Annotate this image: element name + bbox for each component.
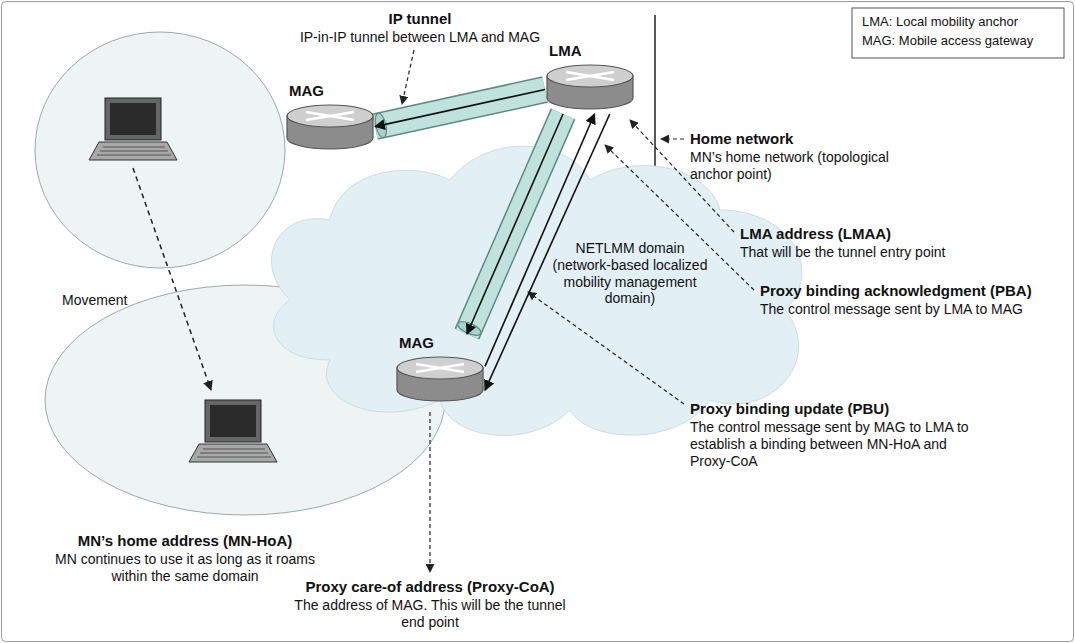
lma-router: LMA bbox=[545, 42, 635, 114]
callout-text-holder: The control message sent by MAG to LMA t… bbox=[690, 419, 980, 469]
router-arrows bbox=[306, 112, 354, 120]
legend-text: LMA: Local mobility anchor bbox=[862, 14, 1062, 30]
callout-title-holder: IP tunnel bbox=[270, 10, 570, 28]
router-top bbox=[287, 105, 373, 127]
mag-router: MAG bbox=[395, 334, 485, 406]
router-arrows bbox=[416, 364, 464, 372]
callout-title-holder: Proxy binding acknowledgment (PBA) bbox=[760, 282, 1060, 300]
laptop-icon bbox=[89, 98, 177, 160]
callout-title: Home network bbox=[690, 130, 910, 148]
callout-text: MN’s home network (topological anchor po… bbox=[690, 149, 890, 183]
router-icon bbox=[395, 354, 485, 406]
callout-title: LMA address (LMAA) bbox=[740, 225, 1040, 243]
callout-text: The address of MAG. This will be the tun… bbox=[290, 597, 570, 631]
leader-line bbox=[661, 138, 684, 139]
movement-label: Movement bbox=[62, 292, 152, 309]
callout-text-holder: The control message sent by LMA to MAG bbox=[760, 301, 1060, 318]
router-top bbox=[397, 357, 483, 379]
access-cell bbox=[35, 32, 285, 268]
router-icon bbox=[285, 102, 375, 154]
leader-line bbox=[402, 50, 414, 104]
callout-text: That will be the tunnel entry point bbox=[740, 244, 1040, 261]
callout-title: IP tunnel bbox=[270, 10, 570, 28]
movement-arrow bbox=[133, 168, 211, 390]
tunnel-arrow bbox=[375, 90, 545, 127]
tube-outline bbox=[375, 90, 545, 127]
domain-label: NETLMM domain (network-based localized m… bbox=[550, 240, 710, 307]
callout-title: MN’s home address (MN-HoA) bbox=[30, 532, 340, 550]
callout-text: MN continues to use it as long as it roa… bbox=[40, 551, 330, 585]
callout-text: The control message sent by LMA to MAG bbox=[760, 301, 1060, 318]
cloud-text-holder: NETLMM domain (network-based localized m… bbox=[550, 240, 710, 307]
callout-title-holder: Proxy care-of address (Proxy-CoA) bbox=[280, 578, 580, 596]
callout-title-holder: MN’s home address (MN-HoA) bbox=[30, 532, 340, 550]
callout-title: Proxy care-of address (Proxy-CoA) bbox=[280, 578, 580, 596]
callout-title: Proxy binding update (PBU) bbox=[690, 400, 990, 418]
movement-label-holder: Movement bbox=[62, 292, 152, 309]
mag-router: MAG bbox=[285, 82, 375, 154]
callout-text-holder: MN continues to use it as long as it roa… bbox=[40, 551, 330, 585]
router-top bbox=[547, 65, 633, 87]
legend-text-holder: MAG: Mobile access gateway bbox=[862, 33, 1062, 49]
router-arrows bbox=[566, 72, 614, 80]
callout-text-holder: MN’s home network (topological anchor po… bbox=[690, 149, 890, 183]
router-label: LMA bbox=[545, 42, 582, 60]
callout-title-holder: Proxy binding update (PBU) bbox=[690, 400, 990, 418]
ip-tunnel-tube bbox=[373, 90, 545, 139]
callout-text-holder: IP-in-IP tunnel between LMA and MAG bbox=[240, 29, 600, 46]
callout-text-holder: That will be the tunnel entry point bbox=[740, 244, 1040, 261]
router-icon bbox=[545, 62, 635, 114]
leader-line bbox=[429, 412, 430, 572]
cloud-shape bbox=[271, 146, 801, 435]
laptop-icon bbox=[189, 400, 277, 462]
callout-text-holder: The address of MAG. This will be the tun… bbox=[290, 597, 570, 631]
callout-title: Proxy binding acknowledgment (PBA) bbox=[760, 282, 1060, 300]
callout-text: The control message sent by MAG to LMA t… bbox=[690, 419, 980, 469]
legend-text: MAG: Mobile access gateway bbox=[862, 33, 1062, 49]
tube-fill bbox=[375, 90, 545, 127]
callout-title-holder: Home network bbox=[690, 130, 910, 148]
router-label: MAG bbox=[395, 334, 434, 352]
callout-text: IP-in-IP tunnel between LMA and MAG bbox=[240, 29, 600, 46]
callout-title-holder: LMA address (LMAA) bbox=[740, 225, 1040, 243]
router-label: MAG bbox=[285, 82, 324, 100]
legend-box bbox=[852, 8, 1064, 58]
legend-text-holder: LMA: Local mobility anchor bbox=[862, 14, 1062, 30]
